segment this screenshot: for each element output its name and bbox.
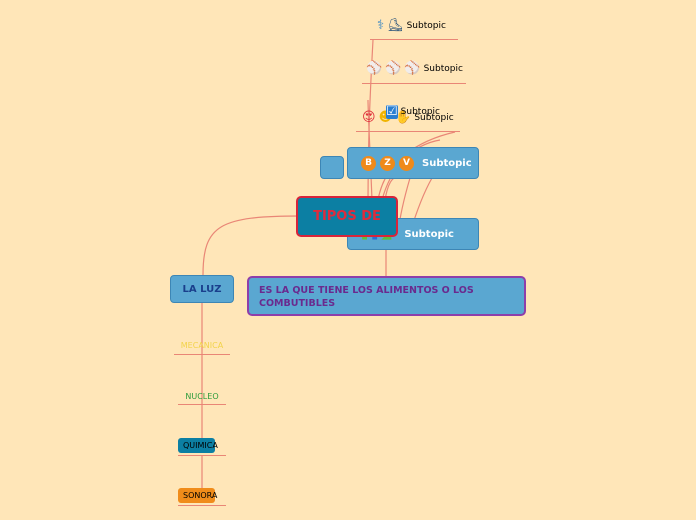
empty-node[interactable] [320,156,344,179]
tennis-ball-icon: ⚾ [404,61,421,76]
subtopic-2-underline [362,83,466,84]
subtopic-label: Subtopic [423,64,463,74]
leaf-quimica-underline [178,455,226,456]
heart-eyes-icon: 😍 [362,110,376,125]
subtopic-4[interactable]: ☑ Subtopic [386,105,440,119]
checkbox-icon: ☑ [386,104,398,119]
subtopic-1[interactable]: ⚕ ⛸ Subtopic [377,19,446,33]
leaf-quimica[interactable]: QUIMICA [178,438,218,453]
subtopic-label: Subtopic [422,157,472,169]
leaf-nucleo[interactable]: NUCLEO [185,392,219,401]
ice-skate-icon: ⛸ [387,18,404,33]
letter-b-icon: B [361,155,376,171]
leaf-mecanica[interactable]: MECANICA [180,341,224,350]
subtopic-3-underline [356,131,460,132]
main-topic-la-luz[interactable]: LA LUZ [170,275,234,303]
subtopic-label: Subtopic [400,107,440,117]
leaf-sonora[interactable]: SONORA [178,488,217,503]
hand-icon: ✋ [395,110,412,125]
letter-z-icon: Z [380,155,395,171]
subtopic-label: Subtopic [406,21,446,31]
leaf-nucleo-underline [178,404,226,405]
subtopic-label: Subtopic [414,113,454,123]
leaf-mecanica-underline [174,354,230,355]
subtopic-label: Subtopic [404,228,454,240]
central-topic[interactable]: TIPOS DE [296,196,398,237]
subtopic-2[interactable]: ⚾ ⚾ ⚾ Subtopic [366,62,463,76]
baseball-icon: ⚾ [366,61,383,76]
caduceus-icon: ⚕ [377,18,385,33]
description-box[interactable]: ES LA QUE TIENE LOS ALIMENTOS O LOS COMB… [247,276,526,316]
leaf-sonora-underline [178,505,226,506]
subtopic-1-underline [370,39,458,40]
subtopic-5[interactable]: B Z V Subtopic [347,147,479,179]
letter-v-icon: V [399,155,414,171]
softball-icon: ⚾ [385,61,402,76]
